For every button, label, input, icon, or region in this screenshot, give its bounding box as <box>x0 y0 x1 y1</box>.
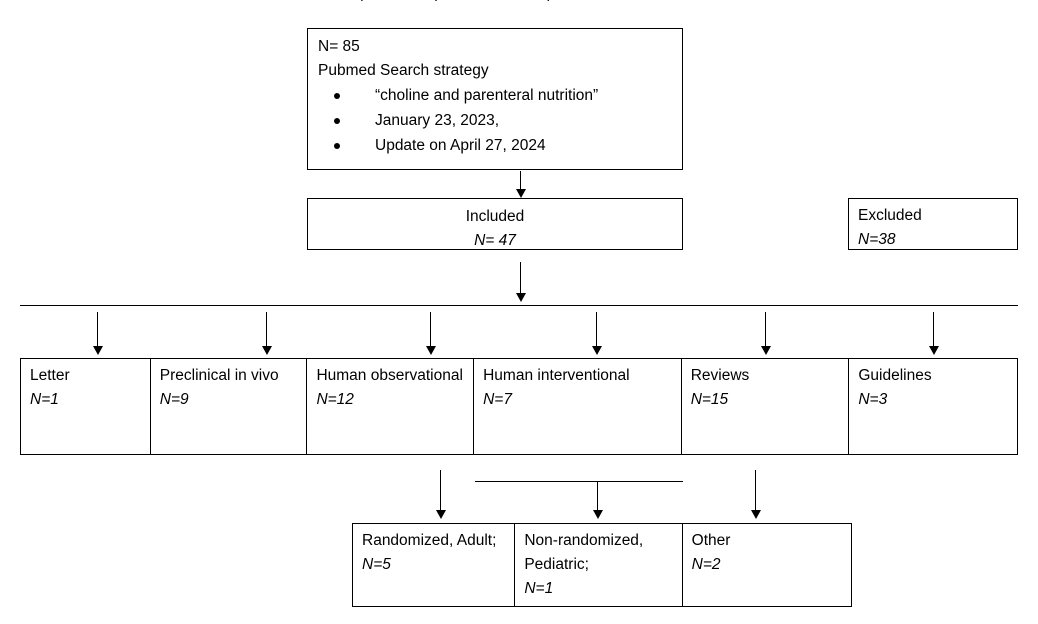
category-label: Human interventional <box>483 367 630 384</box>
category-count: N=3 <box>858 391 888 408</box>
subcategory-label: Non-randomized, Pediatric; <box>524 532 644 573</box>
subcategory-cell-nonrandomized-pediatric: Non-randomized, Pediatric; N=1 <box>515 524 683 606</box>
category-cell-guidelines: Guidelines N=3 <box>849 359 1017 454</box>
subcategory-cell-randomized-adult: Randomized, Adult; N=5 <box>353 524 516 606</box>
category-count: N=1 <box>30 391 59 408</box>
category-count: N=15 <box>690 391 729 408</box>
search-bullet-item: Update on April 27, 2024 <box>318 133 672 158</box>
category-cell-interventional: Human interventional N=7 <box>474 359 682 454</box>
category-label: Letter <box>30 367 70 384</box>
category-count: N=7 <box>483 391 512 408</box>
subcategory-label: Randomized, Adult; <box>362 532 497 549</box>
category-label: Reviews <box>690 367 750 384</box>
clipped-caption-text: study selection (literature search) flow <box>330 0 750 1</box>
category-label: Preclinical in vivo <box>159 367 279 384</box>
distribution-bar-subcategories <box>475 481 683 482</box>
search-bullet-list: “choline and parenteral nutrition” Janua… <box>318 83 672 158</box>
subcategory-count: N=1 <box>524 580 554 597</box>
included-count: N= 47 <box>474 232 516 249</box>
category-label: Human observational <box>316 367 463 384</box>
category-count: N=9 <box>159 391 189 408</box>
search-bullet-item: January 23, 2023, <box>318 108 672 133</box>
search-strategy-box: N= 85 Pubmed Search strategy “choline an… <box>307 28 683 170</box>
category-cell-preclinical: Preclinical in vivo N=9 <box>151 359 308 454</box>
subcategory-count: N=2 <box>691 556 721 573</box>
subcategory-row: Randomized, Adult; N=5 Non-randomized, P… <box>352 523 852 607</box>
category-cell-observational: Human observational N=12 <box>307 359 475 454</box>
search-total-label: N= 85 <box>318 38 360 55</box>
category-cell-letter: Letter N=1 <box>21 359 151 454</box>
subcategory-label: Other <box>691 532 731 549</box>
excluded-count: N=38 <box>858 231 896 248</box>
included-box: Included N= 47 <box>307 198 683 250</box>
included-label: Included <box>465 208 525 225</box>
category-label: Guidelines <box>858 367 932 384</box>
search-bullet-item: “choline and parenteral nutrition” <box>318 83 672 108</box>
category-cell-reviews: Reviews N=15 <box>682 359 850 454</box>
distribution-bar-categories <box>20 305 1018 306</box>
excluded-label: Excluded <box>858 207 922 224</box>
category-row: Letter N=1 Preclinical in vivo N=9 Human… <box>20 358 1018 455</box>
category-count: N=12 <box>316 391 354 408</box>
search-strategy-label: Pubmed Search strategy <box>318 62 489 79</box>
subcategory-count: N=5 <box>362 556 391 573</box>
subcategory-cell-other: Other N=2 <box>683 524 851 606</box>
excluded-box: Excluded N=38 <box>848 198 1018 250</box>
